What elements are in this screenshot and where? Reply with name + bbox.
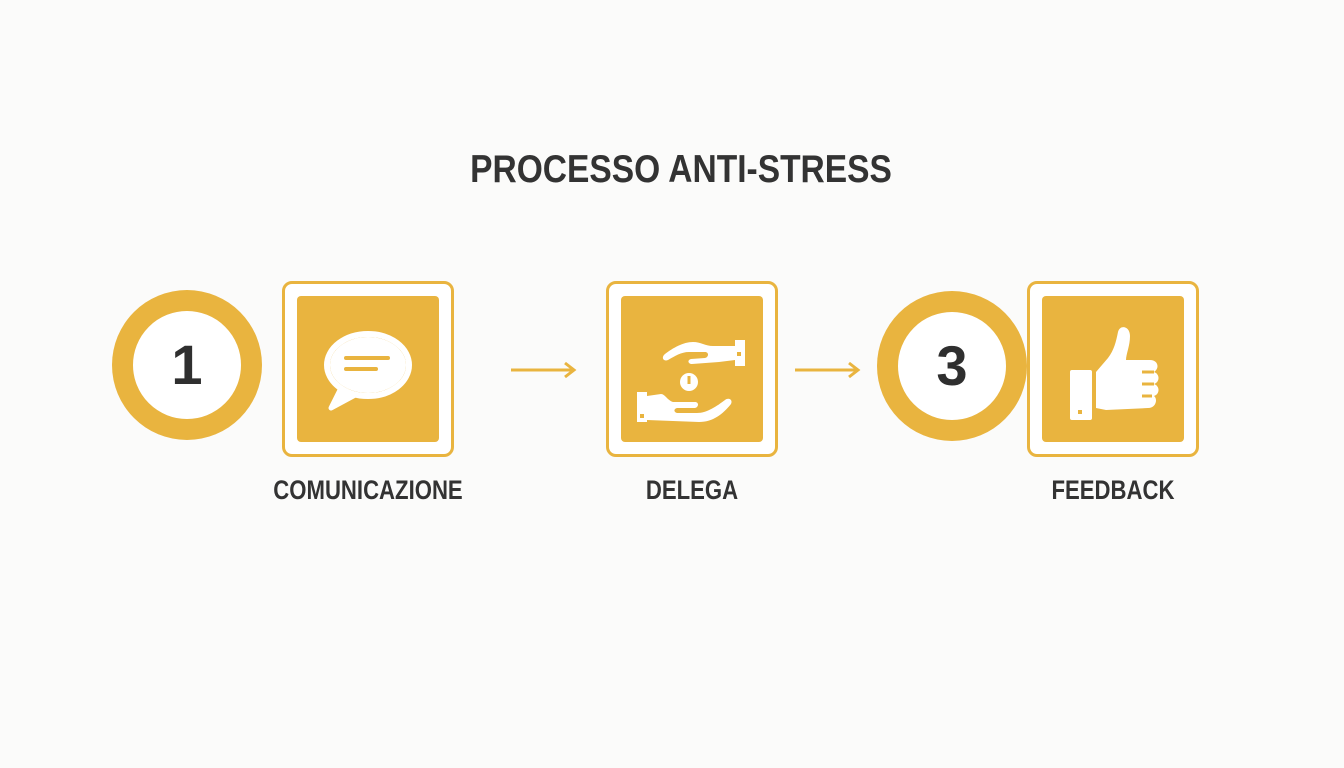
step-3-number-badge: 3 (877, 291, 1027, 441)
thumbs-up-icon (1070, 327, 1159, 420)
step-3-label: FEEDBACK (1051, 475, 1175, 505)
speech-bubble-icon (324, 331, 412, 411)
step-1-icon-tile (282, 281, 454, 457)
arrow-right-icon (795, 361, 861, 379)
step-1-number: 1 (171, 333, 203, 396)
diagram-title: PROCESSO ANTI-STRESS (470, 148, 892, 191)
step-1-number-badge: 1 (112, 290, 262, 440)
step-3-number: 3 (936, 334, 968, 397)
step-1-label: COMUNICAZIONE (273, 475, 463, 505)
step-2-label: DELEGA (645, 475, 739, 505)
step-2-icon-tile (606, 281, 778, 457)
handover-hands-icon (637, 340, 745, 422)
arrow-right-icon (511, 361, 577, 379)
step-3-icon-tile (1027, 281, 1199, 457)
